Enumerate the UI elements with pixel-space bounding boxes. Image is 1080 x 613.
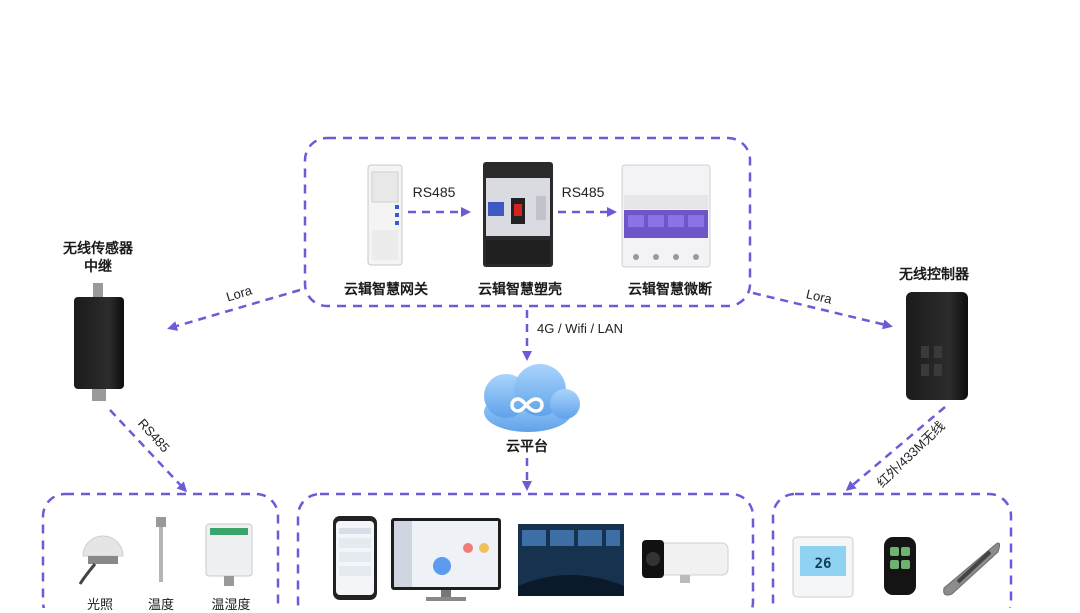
controlled-group-box (771, 492, 1013, 608)
sensor-label-light: 光照 (86, 598, 114, 613)
arrow-controller-devices (845, 406, 946, 491)
thermostat-icon: 26 (792, 536, 854, 598)
remote-fob-icon (884, 537, 916, 595)
arrow-to-relay (167, 288, 301, 331)
mccb-breaker-icon (483, 162, 553, 267)
wireless-controller-icon (906, 292, 968, 400)
arrow-relay-sensors (109, 409, 188, 493)
sensor-label-humidity: 温湿度 (211, 598, 251, 613)
sensor-label-temperature: 温度 (147, 598, 175, 613)
temperature-sensor-icon (156, 517, 166, 582)
mcb-label: 云辑智慧微断 (628, 282, 712, 298)
platform-group-box (296, 492, 755, 608)
wireless-relay-icon (74, 283, 124, 401)
link-gw-mccb-label: RS485 (412, 184, 456, 200)
arrow-to-controller (752, 291, 893, 330)
ir-remote-icon (943, 542, 1001, 596)
camera-icon (642, 540, 729, 583)
controller-label: 无线控制器 (899, 267, 969, 283)
control-room-icon (518, 524, 624, 596)
gateway-device-icon (367, 164, 403, 266)
light-sensor-icon (78, 535, 124, 585)
relay-label-line2: 中继 (84, 259, 112, 275)
mccb-label: 云辑智慧塑壳 (478, 282, 562, 298)
cloud-platform-icon (484, 364, 580, 432)
top-group-box (303, 136, 752, 308)
svg-text:26: 26 (815, 556, 832, 572)
humidity-sensor-icon (205, 523, 253, 586)
link-cloud-label: 4G / Wifi / LAN (537, 321, 623, 336)
link-mccb-mcb-label: RS485 (561, 184, 605, 200)
sensor-group-box (41, 492, 280, 608)
relay-label-line1: 无线传感器 (63, 241, 133, 257)
phone-app-icon (333, 516, 377, 600)
cloud-label: 云平台 (506, 439, 548, 455)
mcb-breaker-icon (621, 164, 711, 268)
gateway-label: 云辑智慧网关 (344, 282, 428, 298)
monitor-dashboard-icon (391, 518, 501, 601)
